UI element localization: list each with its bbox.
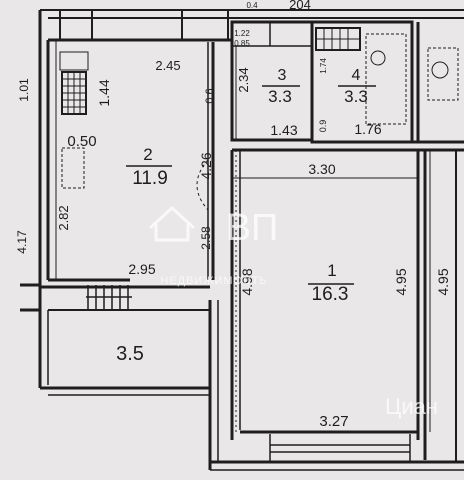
room-1-number: 1	[327, 261, 336, 280]
toilet-icon	[431, 61, 449, 79]
walls	[20, 9, 464, 471]
house-logo-icon	[148, 205, 196, 242]
room-labels: 1 16.3 2 11.9 3 3.3 4 3.3 3.5	[116, 67, 376, 365]
dimension-labels: 204 2.45 1.44 0.50 2.82 4.17 1.01 4.26 0…	[15, 0, 451, 430]
dimension-lines	[55, 40, 431, 432]
room-1-area: 16.3	[312, 284, 349, 305]
bathtub-icon	[365, 33, 407, 125]
dim-2-58: 2.58	[199, 226, 213, 250]
watermark-text: НЕДВИЖИМОСТЬ	[160, 275, 267, 287]
dim-header: 204	[289, 0, 311, 12]
dim-2-45: 2.45	[155, 58, 180, 73]
dim-1-74: 1.74	[319, 58, 328, 74]
dim-0-6: 0.6	[204, 88, 216, 103]
room-3-number: 3	[278, 67, 287, 84]
watermark-logo: ВП	[226, 207, 279, 249]
dim-4-17: 4.17	[15, 230, 29, 254]
corner-watermark: Циан	[385, 394, 438, 419]
room-2-number: 2	[143, 145, 152, 164]
dim-1-43: 1.43	[270, 122, 297, 138]
dim-4-98: 4.98	[239, 268, 255, 295]
room-4-number: 4	[352, 67, 361, 84]
dim-1-44: 1.44	[96, 79, 112, 106]
fixtures	[59, 27, 459, 189]
bathroom-4-walls	[310, 20, 414, 144]
dim-1-01: 1.01	[17, 78, 31, 102]
dim-1-76: 1.76	[354, 121, 381, 137]
dim-0-50: 0.50	[67, 133, 96, 150]
room-2-area: 11.9	[132, 168, 168, 189]
dim-3-30: 3.30	[308, 161, 335, 177]
dim-2-82: 2.82	[56, 205, 71, 230]
radiator-grid	[316, 28, 360, 50]
shower-icon	[427, 47, 459, 101]
dim-0-9: 0.9	[318, 120, 328, 133]
balcony-area: 3.5	[116, 343, 144, 365]
dim-1-22: 1.22	[234, 29, 250, 38]
watermark: ВП НЕДВИЖИМОСТЬ Циан	[148, 205, 438, 419]
dim-4-95-outer: 4.95	[435, 268, 451, 295]
balcony-door	[86, 285, 132, 310]
kitchen-door-swing	[196, 159, 209, 211]
dim-3-27: 3.27	[319, 413, 348, 430]
washbasin-icon	[370, 50, 386, 66]
room-3-area: 3.3	[268, 87, 292, 106]
dim-2-95: 2.95	[128, 261, 155, 277]
stove-grid	[62, 72, 86, 114]
dim-0-85: 0.85	[234, 39, 250, 48]
dim-4-95-inner: 4.95	[393, 268, 409, 295]
openings	[86, 159, 411, 462]
dim-0-4: 0.4	[246, 1, 258, 10]
sink-icon	[61, 147, 85, 189]
dim-2-34: 2.34	[236, 67, 251, 92]
bottom-window	[269, 434, 411, 462]
room-4-area: 3.3	[344, 87, 368, 106]
kitchen-counter-icon	[59, 51, 89, 71]
dim-4-26: 4.26	[198, 152, 214, 179]
